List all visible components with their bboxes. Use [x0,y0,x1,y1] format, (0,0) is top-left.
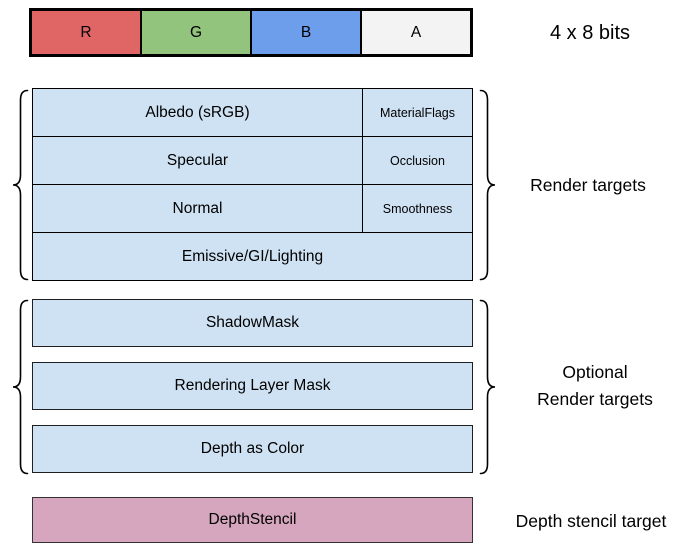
channel-cell-a: A [362,11,470,54]
channel-cell-r: R [32,11,142,54]
optional-render-targets-label: Optional Render targets [500,359,690,413]
optional-box-rendering-layer-mask: Rendering Layer Mask [32,362,473,410]
optional-box-shadowmask: ShadowMask [32,299,473,347]
right-brace-render-targets [477,89,497,281]
optional-label-line2: Render targets [537,389,653,409]
rgba-format-bar: R G B A [29,8,473,57]
table-row: Emissive/GI/Lighting [33,232,472,280]
row-label-albedo: Albedo (sRGB) [145,103,250,121]
render-targets-label: Render targets [530,175,646,195]
left-brace-render-targets [11,89,31,281]
channel-cell-b: B [252,11,362,54]
optional-label-line1: Optional [562,362,628,382]
depth-stencil-box: DepthStencil [32,497,473,543]
row-label-specular: Specular [166,151,229,169]
optional-box-depth-as-color: Depth as Color [32,425,473,473]
row-label-emissive: Emissive/GI/Lighting [181,247,324,265]
row-label-normal: Normal [172,199,223,217]
alpha-label-smoothness: Smoothness [362,185,472,232]
alpha-label-materialflags: MaterialFlags [362,89,472,136]
left-brace-optional-targets [11,299,31,475]
table-row: Specular Occlusion [33,136,472,184]
bits-caption: 4 x 8 bits [549,22,631,44]
alpha-label-occlusion: Occlusion [362,137,472,184]
channel-cell-g: G [142,11,252,54]
table-row: Albedo (sRGB) MaterialFlags [33,89,472,136]
depth-stencil-target-label: Depth stencil target [515,511,667,531]
right-brace-optional-targets [477,299,497,475]
table-row: Normal Smoothness [33,184,472,232]
render-targets-table: Albedo (sRGB) MaterialFlags Specular Occ… [32,88,473,281]
